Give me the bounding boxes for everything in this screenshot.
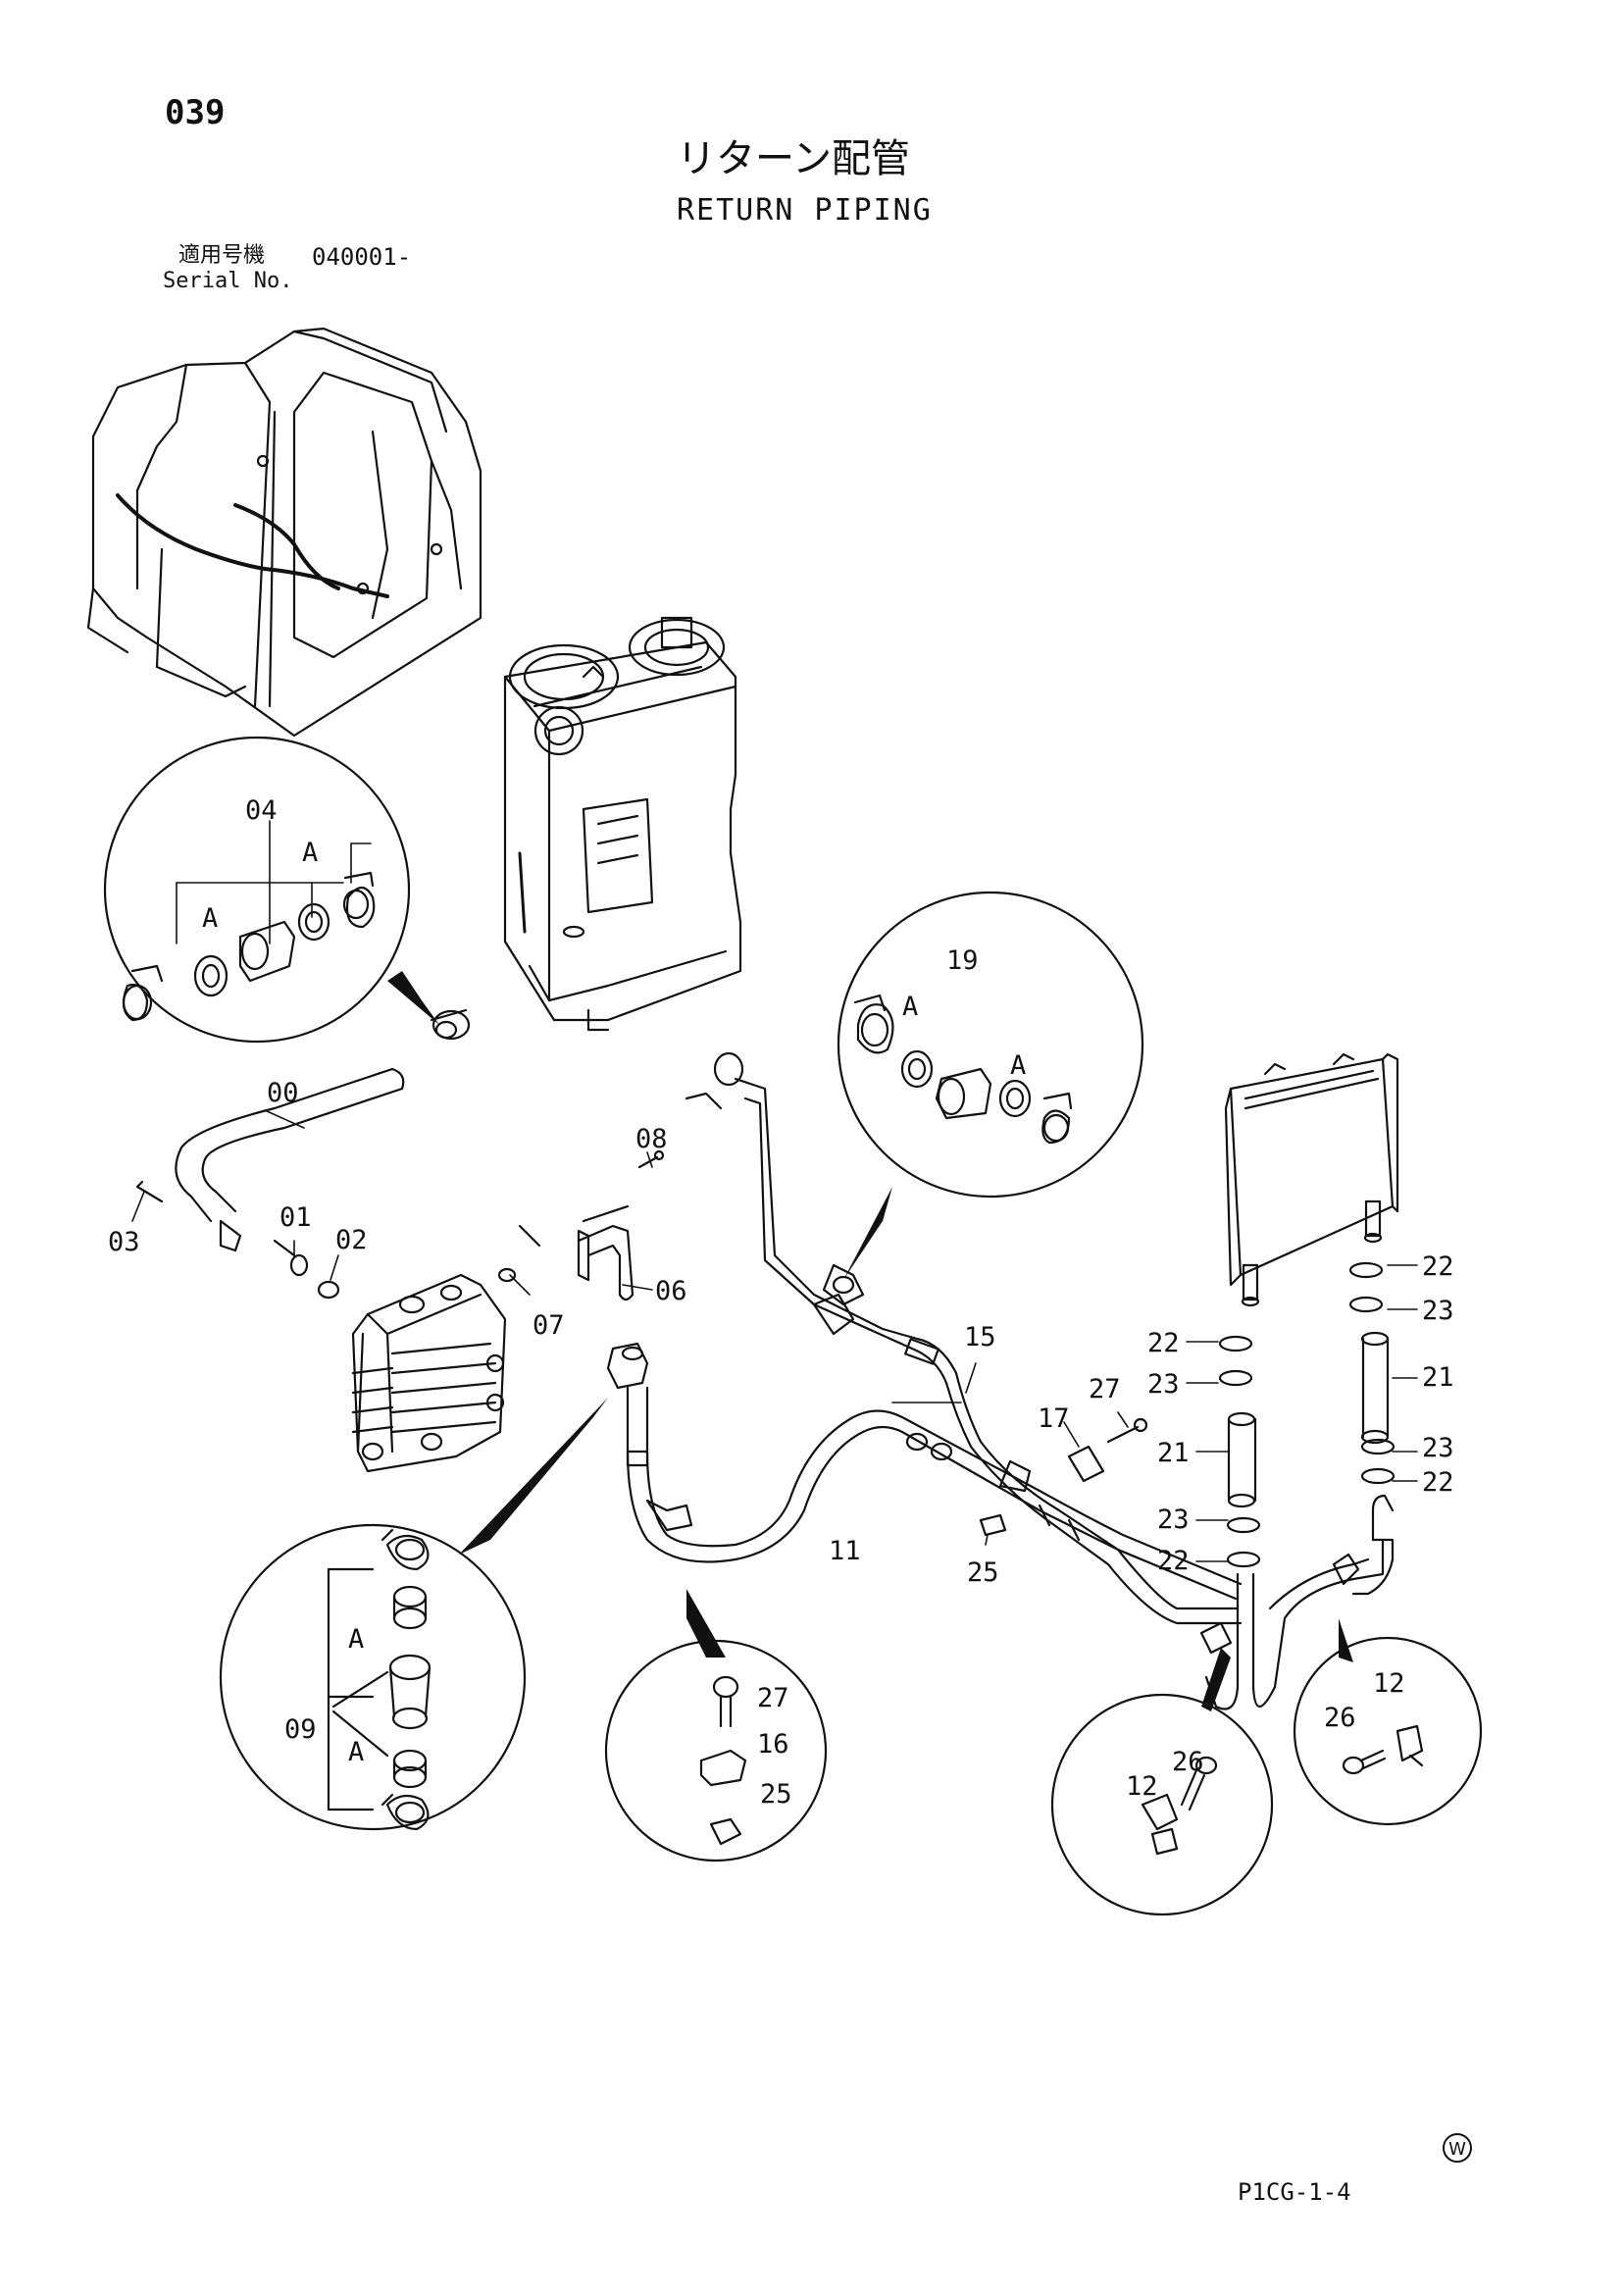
w-mark-symbol: W [1443,2133,1472,2163]
hydraulic-tank [503,616,744,1248]
cab-illustration [86,327,482,738]
callout-00: 00 [267,1078,299,1108]
oil-cooler [1224,1052,1399,1307]
pipe-11 [626,1386,1243,1601]
callout-12-b: 12 [1373,1668,1405,1699]
callout-26-b: 26 [1324,1703,1356,1733]
leader-lines [131,820,1418,1562]
callout-22-b: 22 [1422,1467,1454,1498]
callout-03: 03 [108,1227,140,1257]
detail-circle-19 [837,891,1144,1199]
callout-09: 09 [284,1714,317,1745]
callout-23-b: 23 [1422,1433,1454,1463]
callout-a-2: A [202,903,218,934]
callout-01: 01 [279,1202,312,1233]
callout-25-b: 25 [760,1779,792,1810]
callout-19: 19 [946,945,979,976]
callout-a-5: A [348,1624,364,1655]
callout-27-a: 27 [1089,1374,1121,1404]
callout-21-a: 21 [1422,1362,1454,1393]
detail-circle-12-26-right [1293,1636,1483,1826]
callout-a-6: A [348,1737,364,1767]
hose-00 [175,1067,405,1223]
callout-11: 11 [829,1536,861,1566]
callout-26-a: 26 [1172,1747,1204,1777]
cooler-hoses [1199,1261,1396,1710]
callout-17: 17 [1038,1403,1070,1434]
callout-16: 16 [757,1729,789,1760]
callout-27-b: 27 [757,1683,789,1713]
callout-23-c: 23 [1147,1369,1180,1400]
title-japanese: リターン配管 [677,136,910,181]
detail-circle-27-16-25 [604,1639,828,1862]
pipe-15 [734,1077,1243,1625]
callout-23-d: 23 [1157,1505,1190,1535]
callout-08: 08 [635,1124,668,1154]
serial-number-value: 040001- [312,243,412,271]
callout-07: 07 [533,1310,565,1341]
serial-label-english: Serial No. [163,269,293,293]
callout-06: 06 [655,1276,687,1306]
callout-22-d: 22 [1157,1546,1190,1576]
callout-25-a: 25 [967,1557,999,1588]
detail-circle-09 [219,1523,527,1831]
detail-circle-12-26-middle [1050,1693,1274,1916]
callout-22-a: 22 [1422,1251,1454,1282]
callout-02: 02 [335,1225,368,1255]
callout-a-3: A [902,992,918,1022]
serial-label-japanese: 適用号機 [178,243,266,268]
detail-circle-04 [103,736,411,1044]
callout-23-a: 23 [1422,1296,1454,1326]
page-number: 039 [165,93,226,132]
title-english: RETURN PIPING [677,193,933,228]
callout-21-b: 21 [1157,1438,1190,1468]
callout-a-1: A [302,838,318,868]
drawing-code: P1CG-1-4 [1238,2178,1351,2206]
callout-15: 15 [964,1322,996,1352]
callout-labels: 04 A A 00 03 01 02 08 06 07 19 A A 15 17… [108,795,1454,1810]
control-valve [351,1273,507,1473]
svg-text:W: W [1448,2139,1466,2160]
pipe-06 [577,1204,634,1301]
callout-22-c: 22 [1147,1328,1180,1358]
callout-a-4: A [1010,1050,1026,1081]
callout-04: 04 [245,795,278,826]
callout-12-a: 12 [1126,1771,1158,1802]
